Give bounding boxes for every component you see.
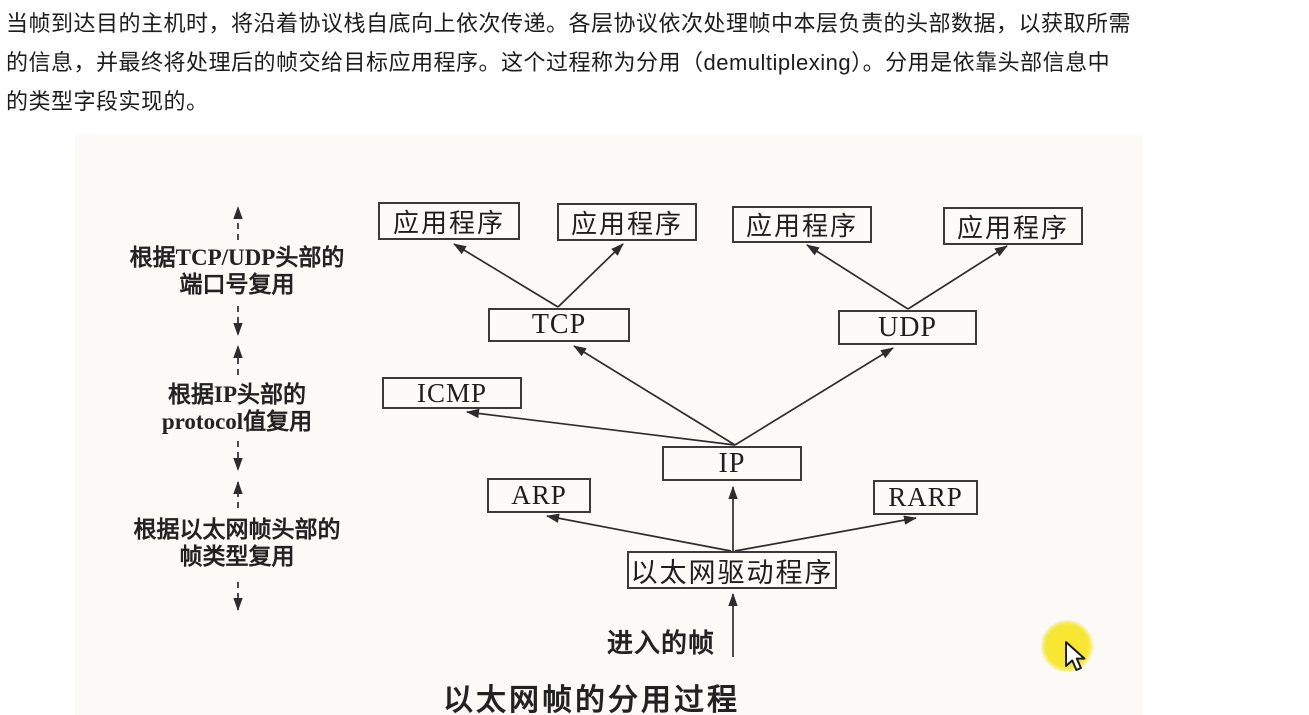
layer-label-line: 帧类型复用 — [179, 544, 295, 569]
node-arp: ARP — [487, 478, 591, 513]
paragraph-line-1: 当帧到达目的主机时，将沿着协议栈自底向上依次传递。各层协议依次处理帧中本层负责的… — [6, 11, 1132, 36]
layer-label-line: 根据IP头部的 — [168, 382, 306, 407]
node-ip: IP — [662, 446, 802, 481]
node-application-2: 应用程序 — [557, 203, 697, 241]
paragraph-line-2: 的信息，并最终将处理后的帧交给目标应用程序。这个过程称为分用（demultipl… — [6, 50, 1111, 75]
node-icmp: ICMP — [382, 377, 522, 409]
node-tcp: TCP — [488, 308, 630, 342]
figure-caption: 以太网帧的分用过程 — [443, 684, 740, 715]
node-application-1: 应用程序 — [378, 202, 520, 240]
layer-label-ip-protocol: 根据IP头部的 protocol值复用 — [97, 381, 377, 435]
demultiplexing-figure: 应用程序 应用程序 应用程序 应用程序 TCP UDP ICMP IP ARP … — [75, 135, 1143, 715]
layer-label-line: 端口号复用 — [179, 272, 295, 297]
node-ethernet-driver: 以太网驱动程序 — [627, 551, 837, 589]
intro-paragraph: 当帧到达目的主机时，将沿着协议栈自底向上依次传递。各层协议依次处理帧中本层负责的… — [6, 4, 1231, 121]
diagram-arrows — [233, 206, 1008, 657]
layer-label-frame-type: 根据以太网帧头部的 帧类型复用 — [97, 516, 377, 570]
layer-label-line: 根据以太网帧头部的 — [133, 517, 341, 542]
layer-label-tcp-udp-ports: 根据TCP/UDP头部的 端口号复用 — [97, 244, 377, 298]
paragraph-line-3: 的类型字段实现的。 — [6, 89, 209, 114]
incoming-frame-label: 进入的帧 — [606, 629, 715, 658]
layer-label-line: protocol值复用 — [161, 409, 313, 434]
layer-label-line: 根据TCP/UDP头部的 — [129, 245, 345, 270]
node-application-4: 应用程序 — [943, 207, 1083, 245]
node-udp: UDP — [838, 310, 977, 345]
mouse-cursor-icon — [1065, 641, 1086, 671]
node-rarp: RARP — [873, 480, 978, 515]
node-application-3: 应用程序 — [732, 206, 872, 243]
